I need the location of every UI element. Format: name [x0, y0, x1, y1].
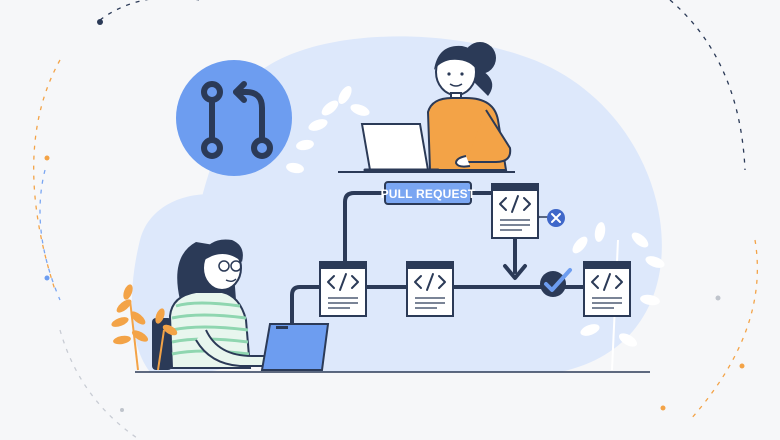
code-file-card-merged	[583, 261, 631, 317]
workflow-lines	[290, 191, 592, 327]
code-file-card-1	[319, 261, 367, 317]
pull-request-label: PULL REQUEST	[381, 181, 476, 205]
decorative-arcs	[33, 0, 758, 440]
developer-bottom	[152, 239, 330, 371]
code-file-icon	[414, 273, 446, 291]
code-file-icon	[327, 273, 359, 291]
laptop-icon	[260, 323, 330, 371]
code-file-icon	[591, 273, 623, 291]
laptop-icon	[360, 123, 440, 172]
git-pull-request-icon	[201, 81, 273, 159]
decorative-leaves-white	[286, 85, 665, 371]
check-icon	[540, 268, 572, 297]
pull-request-label-text: PULL REQUEST	[381, 187, 476, 201]
decorative-leaves-orange	[111, 284, 178, 371]
git-pull-request-badge	[176, 60, 292, 176]
code-file-icon	[499, 195, 531, 213]
close-icon	[547, 209, 565, 227]
developer-top	[338, 42, 515, 173]
decorative-dots	[44, 19, 745, 412]
code-file-card-review	[491, 183, 539, 239]
code-file-card-2	[406, 261, 454, 317]
